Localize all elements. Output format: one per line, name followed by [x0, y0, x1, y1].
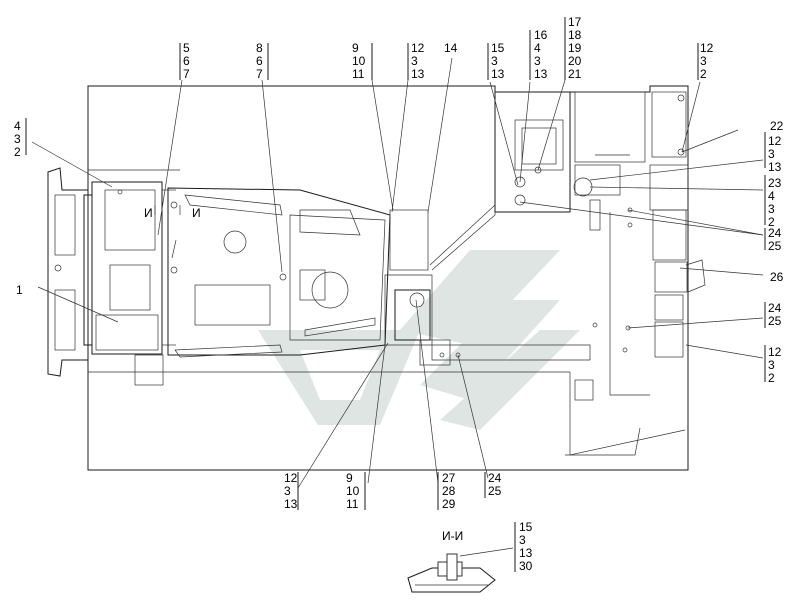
callout-marker-left-line-0: И: [144, 206, 153, 220]
callout-c-4-3-2-line-2: 2: [14, 145, 21, 159]
front-panel: [47, 167, 93, 377]
callout-c-4-3-2-line-1: 3: [14, 132, 21, 146]
callout-c-24-25-bottom-line-0: 24: [488, 471, 502, 485]
callout-c-8-6-7-line-1: 6: [256, 54, 263, 68]
callout-c-23-4-3-2-line-2: 3: [768, 202, 775, 216]
callout-section-title-line-0: И-И: [442, 529, 463, 543]
callout-c-8-6-7-line-2: 7: [256, 67, 263, 81]
callout-c-9-10-11-top-line-0: 9: [352, 41, 359, 55]
left-compartment: [91, 181, 176, 386]
callout-c-12-3-2-top-line-1: 3: [700, 54, 707, 68]
callout-c-4-3-2-line-0: 4: [14, 119, 21, 133]
section-view: [407, 553, 496, 593]
callout-c-12-3-13-top-line-2: 13: [411, 67, 425, 81]
leader-lines: [31, 57, 764, 557]
callout-c-12-3-13-right-line-0: 12: [768, 134, 782, 148]
callout-c-27-28-29-line-1: 28: [442, 484, 456, 498]
callout-c-17-21-line-3: 20: [568, 54, 582, 68]
callout-c-27-28-29-line-0: 27: [442, 471, 456, 485]
upper-right-block: [494, 91, 687, 213]
right-side-blocks: [439, 164, 706, 401]
callout-c-15-3-13-30-line-2: 13: [519, 546, 533, 560]
callout-c-15-3-13-line-1: 3: [491, 54, 498, 68]
callout-c-12-3-2-right-line-0: 12: [768, 345, 782, 359]
callout-marker-right-line-0: И: [192, 206, 201, 220]
callout-c-17-21-line-0: 17: [568, 15, 582, 29]
callout-c-24-25-b-line-1: 25: [768, 314, 782, 328]
callout-c-15-3-13-30-line-0: 15: [519, 520, 533, 534]
callout-c-15-3-13-30-line-1: 3: [519, 533, 526, 547]
callout-c-17-21-line-4: 21: [568, 67, 582, 81]
callout-c-15-3-13-30-line-3: 30: [519, 559, 533, 573]
callout-c-23-4-3-2-line-1: 4: [768, 189, 775, 203]
callout-c-12-3-13-top-line-0: 12: [411, 41, 425, 55]
callout-c-24-25-b-line-0: 24: [768, 301, 782, 315]
callout-c-5-6-7-line-1: 6: [183, 54, 190, 68]
callout-c-12-3-13-bottom-line-2: 13: [284, 497, 298, 511]
callout-c-16-4-3-13-line-1: 4: [534, 41, 541, 55]
callout-c-15-3-13-line-2: 13: [491, 67, 505, 81]
callout-c-17-21-line-1: 18: [568, 28, 582, 42]
callout-c-16-4-3-13-line-3: 13: [534, 67, 548, 81]
callout-c-5-6-7-line-0: 5: [183, 41, 190, 55]
callout-c-26-line-0: 26: [770, 270, 784, 284]
callout-bars: [25, 17, 766, 572]
callout-c-14-line-0: 14: [444, 41, 458, 55]
floor-outline: [87, 85, 689, 471]
callout-c-15-3-13-line-0: 15: [491, 41, 505, 55]
callout-c-12-3-13-bottom-line-0: 12: [284, 471, 298, 485]
callout-c-1-line-0: 1: [16, 283, 23, 297]
callout-c-17-21-line-2: 19: [568, 41, 582, 55]
callout-c-27-28-29-line-2: 29: [442, 497, 456, 511]
callout-c-9-10-11-bottom-line-0: 9: [346, 471, 353, 485]
callout-c-12-3-13-top-line-1: 3: [411, 54, 418, 68]
callout-c-24-25-a-line-0: 24: [768, 226, 782, 240]
callout-c-9-10-11-top-line-2: 11: [352, 67, 365, 81]
callout-c-16-4-3-13-line-2: 3: [534, 54, 541, 68]
callout-c-8-6-7-line-0: 8: [256, 41, 263, 55]
callout-c-9-10-11-top-line-1: 10: [352, 54, 366, 68]
callout-c-12-3-13-right-line-1: 3: [768, 147, 775, 161]
callout-c-12-3-2-right-line-1: 3: [768, 358, 775, 372]
callout-c-9-10-11-bottom-line-1: 10: [346, 484, 360, 498]
callout-c-12-3-2-top-line-2: 2: [700, 67, 707, 81]
callout-c-16-4-3-13-line-0: 16: [534, 28, 548, 42]
callout-c-12-3-13-right-line-2: 13: [768, 160, 782, 174]
callout-c-22-line-0: 22: [770, 119, 784, 133]
watermark-logo: [258, 250, 580, 430]
section-markers: [154, 205, 181, 215]
callout-c-24-25-a-line-1: 25: [768, 239, 782, 253]
callout-c-12-3-13-bottom-line-1: 3: [284, 484, 291, 498]
callout-c-12-3-2-right-line-2: 2: [768, 371, 775, 385]
callout-c-23-4-3-2-line-3: 2: [768, 215, 775, 229]
callout-c-24-25-bottom-line-1: 25: [488, 484, 502, 498]
callout-c-12-3-2-top-line-0: 12: [700, 41, 714, 55]
callout-c-9-10-11-bottom-line-2: 11: [346, 497, 359, 511]
callout-c-5-6-7-line-2: 7: [183, 67, 190, 81]
callout-c-23-4-3-2-line-0: 23: [768, 176, 782, 190]
